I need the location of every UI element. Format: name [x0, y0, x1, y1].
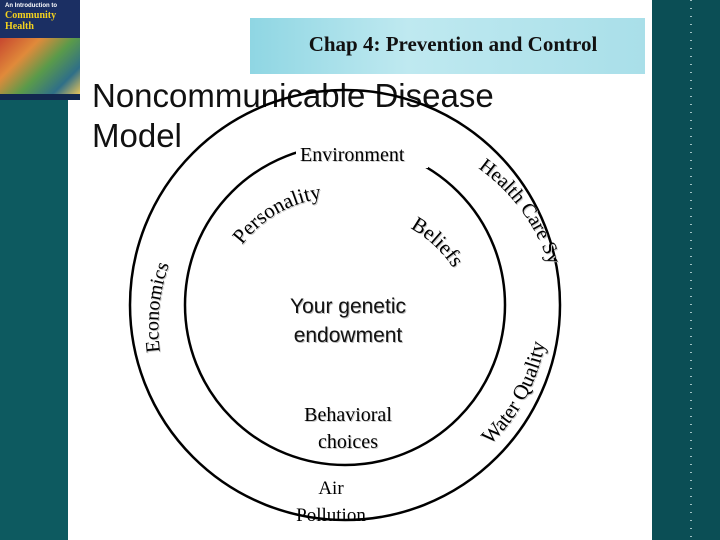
beliefs-label-path: Beliefs: [407, 212, 468, 271]
book-cover-line1: An Introduction to: [5, 3, 57, 9]
right-sidebar: [652, 0, 720, 540]
air-pollution-line1: Air: [318, 478, 344, 499]
behavioral-choices-line1: Behavioral: [304, 404, 392, 426]
book-cover-line3: Health: [5, 21, 34, 32]
health-care-label: Health Care System: [0, 0, 565, 267]
book-cover-image: An Introduction to Community Health: [0, 0, 80, 100]
economics-label: Economics: [141, 259, 173, 354]
behavioral-choices-line2: choices: [318, 431, 378, 453]
water-quality-label: Water Quality: [476, 338, 550, 448]
book-cover-title: An Introduction to Community Health: [5, 3, 77, 32]
book-cover-line2: Community: [5, 10, 57, 21]
book-cover-footer: [0, 94, 80, 100]
chapter-banner: [250, 18, 645, 74]
slide-title-line2: Model: [92, 117, 182, 154]
dotted-divider: [690, 0, 692, 540]
environment-label-bg: [296, 142, 428, 168]
genetic-endowment-line1: Your genetic: [290, 295, 406, 318]
genetic-endowment-line2: endowment: [294, 324, 403, 347]
book-cover-art: [0, 38, 80, 94]
air-pollution-line2: Pollution: [296, 505, 366, 526]
water-quality-label-path: Water Quality: [476, 338, 550, 448]
chapter-title: Chap 4: Prevention and Control: [308, 32, 598, 56]
outer-ring: [128, 88, 562, 522]
economics-label-path: Economics: [141, 259, 173, 354]
environment-label: Environment: [300, 144, 405, 166]
beliefs-label: Beliefs: [407, 212, 468, 271]
health-care-label-path: Health Care System: [0, 0, 565, 267]
personality-label: Personality: [227, 180, 323, 249]
personality-label-path: Personality: [227, 180, 323, 249]
book-cover-header: [0, 0, 80, 38]
